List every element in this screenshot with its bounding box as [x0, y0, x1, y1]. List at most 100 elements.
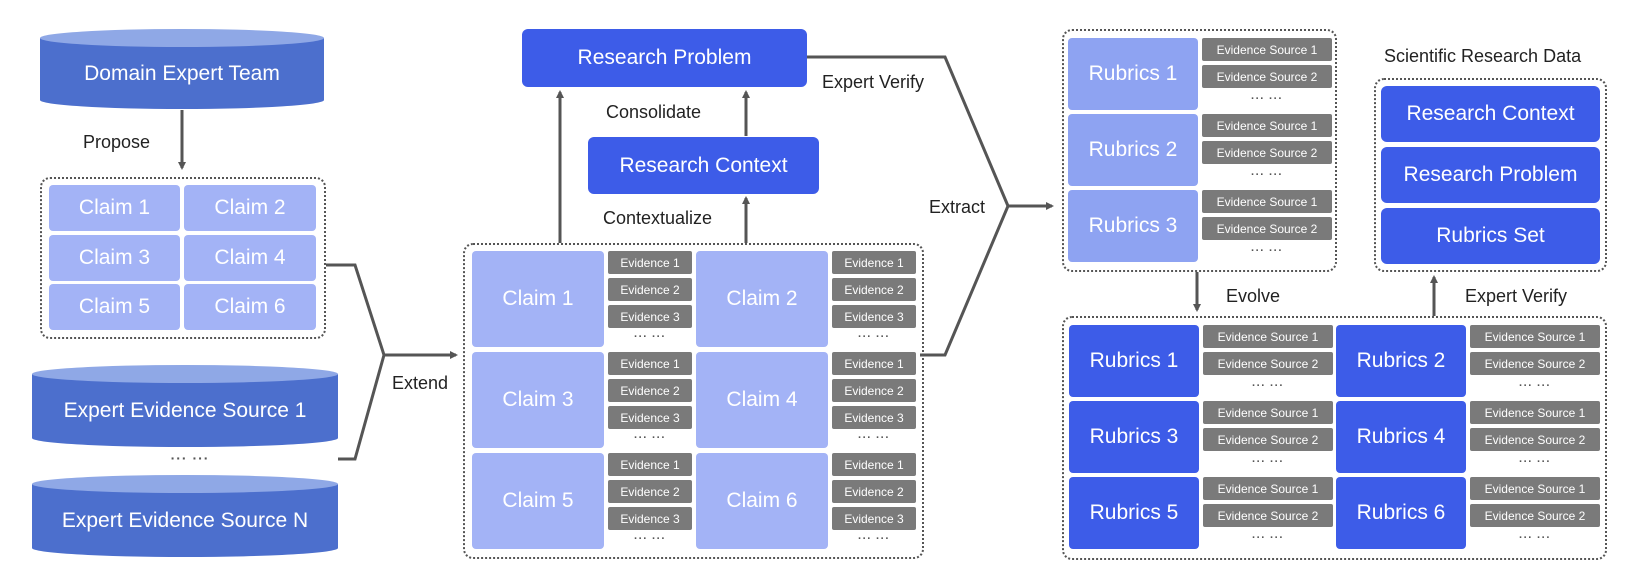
scientific-research-data-title: Scientific Research Data: [1384, 46, 1582, 66]
left-claim-1: Claim 1: [49, 185, 180, 231]
mid-claim-5: Claim 5: [472, 453, 604, 549]
evolved-rubrics-6: Rubrics 6: [1336, 477, 1466, 549]
propose-label: Propose: [83, 132, 151, 152]
evolved-rubrics-5: Rubrics 5: [1069, 477, 1199, 549]
evidence-source-tag: Evidence Source 2: [1202, 217, 1332, 240]
sources-ellipsis: ··· ···: [170, 450, 210, 466]
evidence-ellipsis: ··· ···: [633, 432, 667, 444]
claims-evidence-group: [463, 243, 924, 559]
evidence-source-tag: Evidence Source 1: [1202, 190, 1332, 213]
evidence-tag: Evidence 3: [608, 507, 692, 530]
evidence-ellipsis: ··· ···: [633, 331, 667, 343]
data-rubrics-set: Rubrics Set: [1381, 208, 1600, 264]
rubrics-extracted-group: [1062, 29, 1337, 272]
extract-label: Extract: [929, 197, 986, 217]
expert-evidence-source-n-database: Expert Evidence Source N: [32, 475, 338, 557]
source-ellipsis: ··· ···: [1251, 532, 1285, 544]
evidence-tag: Evidence 2: [608, 480, 692, 503]
contextualize-label: Contextualize: [603, 208, 713, 228]
expert-evidence-source-n-label: Expert Evidence Source N: [61, 508, 309, 532]
evidence-tag: Evidence 3: [832, 406, 916, 429]
evidence-tag: Evidence 2: [608, 379, 692, 402]
evidence-tag: Evidence 1: [608, 251, 692, 274]
source-ellipsis: ··· ···: [1518, 532, 1552, 544]
mid-claim-1: Claim 1: [472, 251, 604, 347]
left-claim-5: Claim 5: [49, 284, 180, 330]
evidence-source-tag: Evidence Source 1: [1202, 38, 1332, 61]
evidence-source-tag: Evidence Source 1: [1470, 325, 1600, 348]
evidence-source-tag: Evidence Source 2: [1203, 504, 1333, 527]
evidence-source-tag: Evidence Source 2: [1470, 504, 1600, 527]
evolved-rubrics-1: Rubrics 1: [1069, 325, 1199, 397]
evidence-tag: Evidence 1: [832, 251, 916, 274]
mid-claim-6: Claim 6: [696, 453, 828, 549]
cylinder-top: [40, 29, 324, 47]
mid-claim-2: Claim 2: [696, 251, 828, 347]
expert-verify-right-label: Expert Verify: [1465, 286, 1568, 306]
cylinder-top: [32, 365, 338, 383]
evidence-ellipsis: ··· ···: [857, 331, 891, 343]
evidence-ellipsis: ··· ···: [857, 432, 891, 444]
evidence-tag: Evidence 1: [608, 453, 692, 476]
cylinder-top: [32, 475, 338, 493]
evidence-source-tag: Evidence Source 1: [1203, 325, 1333, 348]
evidence-source-tag: Evidence Source 2: [1470, 352, 1600, 375]
evolved-rubrics-3: Rubrics 3: [1069, 401, 1199, 473]
evidence-source-tag: Evidence Source 2: [1202, 65, 1332, 88]
extracted-rubrics-1: Rubrics 1: [1068, 38, 1198, 110]
source-ellipsis: ··· ···: [1250, 93, 1284, 105]
left-claim-2: Claim 2: [184, 185, 316, 231]
source-ellipsis: ··· ···: [1518, 456, 1552, 468]
research-context-box: Research Context: [588, 137, 819, 194]
expert-verify-label: Expert Verify: [822, 72, 925, 92]
evidence-source-tag: Evidence Source 1: [1203, 477, 1333, 500]
expert-evidence-source-1-database: Expert Evidence Source 1: [32, 365, 338, 447]
evidence-tag: Evidence 1: [832, 453, 916, 476]
evidence-tag: Evidence 2: [832, 480, 916, 503]
data-research-problem: Research Problem: [1381, 147, 1600, 203]
extracted-rubrics-2: Rubrics 2: [1068, 114, 1198, 186]
evidence-source-tag: Evidence Source 2: [1203, 352, 1333, 375]
evidence-source-tag: Evidence Source 1: [1203, 401, 1333, 424]
evidence-source-tag: Evidence Source 1: [1202, 114, 1332, 137]
evolved-rubrics-2: Rubrics 2: [1336, 325, 1466, 397]
evidence-ellipsis: ··· ···: [857, 533, 891, 545]
evidence-source-tag: Evidence Source 1: [1470, 401, 1600, 424]
scientific-research-data-group: [1374, 78, 1607, 272]
extend-label: Extend: [392, 373, 449, 393]
extracted-rubrics-3: Rubrics 3: [1068, 190, 1198, 262]
mid-claim-3: Claim 3: [472, 352, 604, 448]
domain-expert-team-database: Domain Expert Team: [40, 29, 324, 109]
evolve-label: Evolve: [1226, 286, 1281, 306]
left-claim-3: Claim 3: [49, 235, 180, 281]
data-research-context: Research Context: [1381, 86, 1600, 142]
mid-claim-4: Claim 4: [696, 352, 828, 448]
evidence-tag: Evidence 1: [832, 352, 916, 375]
source-ellipsis: ··· ···: [1250, 169, 1284, 181]
claims-group: [40, 177, 326, 339]
domain-expert-team-label: Domain Expert Team: [84, 61, 280, 85]
research-problem-box: Research Problem: [522, 29, 807, 87]
evidence-tag: Evidence 2: [832, 379, 916, 402]
evidence-tag: Evidence 3: [832, 507, 916, 530]
left-claim-6: Claim 6: [184, 284, 316, 330]
left-claim-4: Claim 4: [184, 235, 316, 281]
evidence-source-tag: Evidence Source 2: [1203, 428, 1333, 451]
expert-evidence-source-1-label: Expert Evidence Source 1: [63, 398, 307, 422]
consolidate-label: Consolidate: [606, 102, 702, 122]
evidence-tag: Evidence 3: [608, 406, 692, 429]
evolved-rubrics-4: Rubrics 4: [1336, 401, 1466, 473]
evidence-source-tag: Evidence Source 2: [1470, 428, 1600, 451]
source-ellipsis: ··· ···: [1518, 380, 1552, 392]
evidence-tag: Evidence 3: [832, 305, 916, 328]
evidence-source-tag: Evidence Source 2: [1202, 141, 1332, 164]
evidence-tag: Evidence 1: [608, 352, 692, 375]
evidence-tag: Evidence 2: [608, 278, 692, 301]
evidence-tag: Evidence 3: [608, 305, 692, 328]
source-ellipsis: ··· ···: [1251, 456, 1285, 468]
source-ellipsis: ··· ···: [1251, 380, 1285, 392]
evidence-tag: Evidence 2: [832, 278, 916, 301]
evidence-ellipsis: ··· ···: [633, 533, 667, 545]
rubrics-evolved-group: [1062, 316, 1607, 560]
